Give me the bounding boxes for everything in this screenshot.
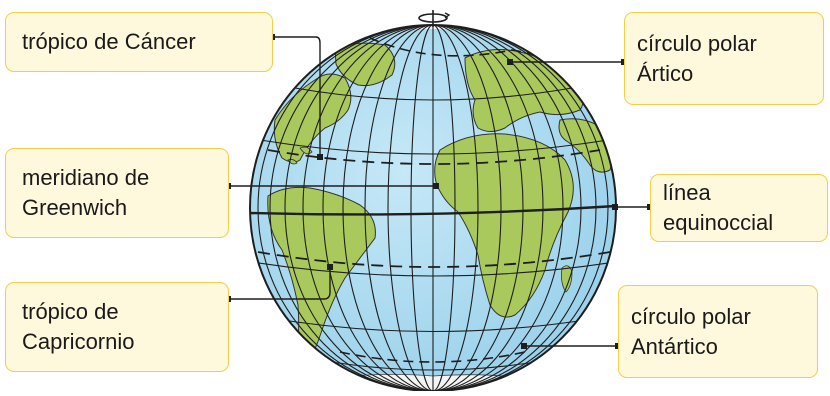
label-text: Ártico: [637, 59, 807, 89]
label-text: línea: [663, 178, 811, 208]
label-tropic-of-capricorn: trópico de Capricornio: [5, 282, 229, 372]
label-text: meridiano de: [22, 163, 212, 193]
label-text: trópico de Cáncer: [22, 27, 256, 57]
label-text: círculo polar: [631, 302, 801, 332]
label-antarctic-circle: círculo polar Antártico: [618, 285, 818, 378]
label-text: círculo polar: [637, 29, 807, 59]
label-equator: línea equinoccial: [650, 174, 828, 242]
label-text: trópico de: [22, 297, 212, 327]
label-tropic-of-cancer: trópico de Cáncer: [5, 12, 273, 72]
label-text: Capricornio: [22, 327, 212, 357]
label-text: equinoccial: [663, 208, 811, 238]
label-arctic-circle: círculo polar Ártico: [624, 12, 824, 105]
label-text: Antártico: [631, 332, 801, 362]
label-text: Greenwich: [22, 193, 212, 223]
label-greenwich-meridian: meridiano de Greenwich: [5, 148, 229, 238]
